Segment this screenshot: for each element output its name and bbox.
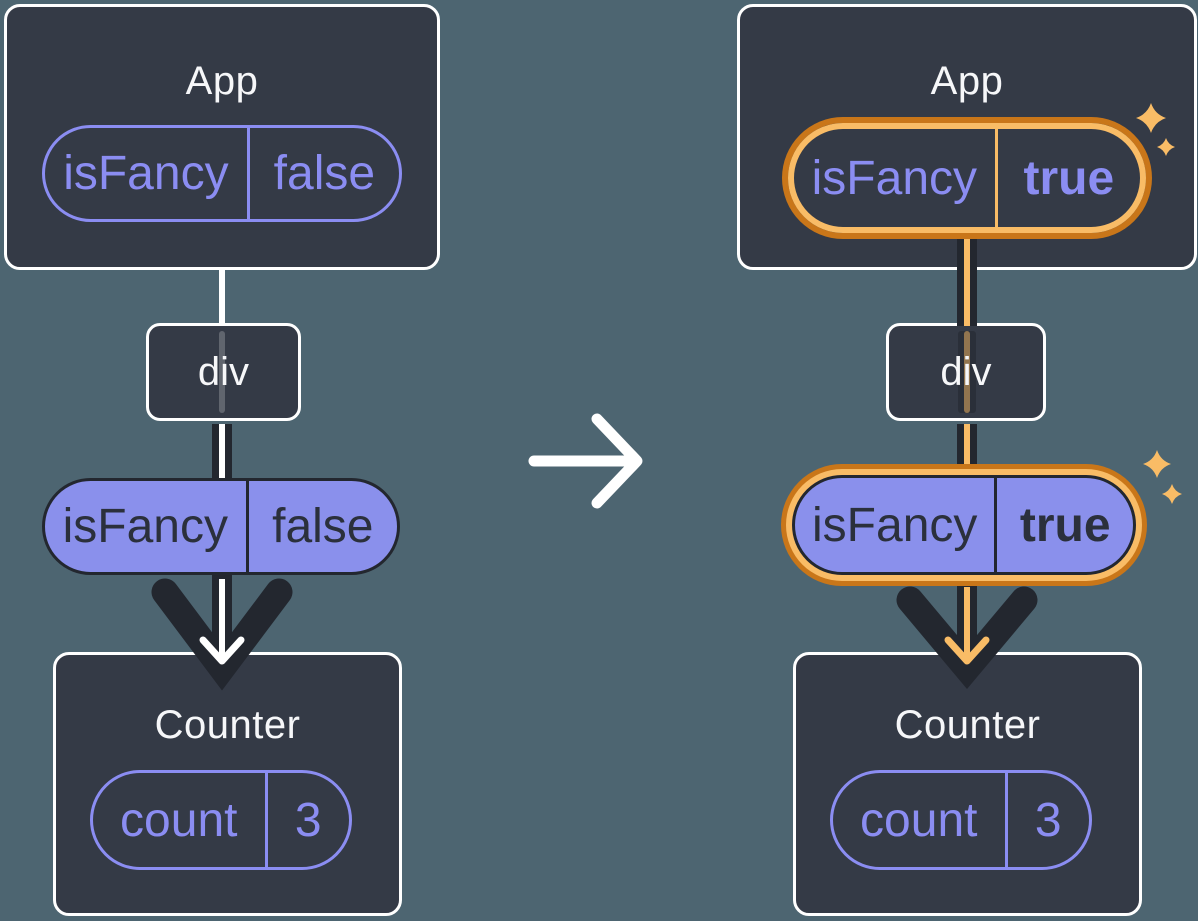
connector-app-div-core-after <box>964 239 970 326</box>
div-label: div <box>197 349 250 394</box>
app-state-pill-after: isFancy true <box>788 123 1146 233</box>
prop-name: isFancy <box>62 500 228 553</box>
state-name: count <box>120 793 238 847</box>
arrow-down-icon <box>896 586 1038 690</box>
div-box-before: div <box>146 323 301 421</box>
state-value: 3 <box>264 773 349 867</box>
counter-state-pill-before: count 3 <box>90 770 352 870</box>
pass-through-line-ghost <box>219 331 225 413</box>
arrow-right-icon <box>528 413 643 509</box>
app-title: App <box>185 59 259 103</box>
state-name: count <box>860 793 978 847</box>
arrow-down-icon <box>151 575 293 691</box>
app-title: App <box>930 59 1004 103</box>
connector-div-prop-core-after <box>964 424 970 482</box>
state-name: isFancy <box>811 151 978 205</box>
prop-pill-before: isFancy false <box>42 478 400 575</box>
div-label: div <box>940 349 992 394</box>
prop-pill-after: isFancy true <box>792 475 1136 575</box>
counter-title: Counter <box>154 703 301 747</box>
app-state-pill-before: isFancy false <box>42 125 402 222</box>
prop-value: true <box>994 478 1133 572</box>
counter-title: Counter <box>894 703 1041 747</box>
counter-state-pill-after: count 3 <box>830 770 1092 870</box>
connector-div-prop-core-before <box>219 424 225 480</box>
state-value: true <box>994 129 1140 227</box>
sparkle-icon <box>1136 103 1175 156</box>
sparkle-icon <box>1143 450 1182 504</box>
state-value: false <box>246 128 399 219</box>
prop-name: isFancy <box>812 498 978 552</box>
state-value: 3 <box>1004 773 1089 867</box>
div-box-after: div <box>886 323 1046 421</box>
prop-value: false <box>245 481 397 572</box>
state-name: isFancy <box>63 147 229 200</box>
connector-app-div-before <box>219 267 225 326</box>
pass-through-line-ghost-core <box>964 331 970 413</box>
